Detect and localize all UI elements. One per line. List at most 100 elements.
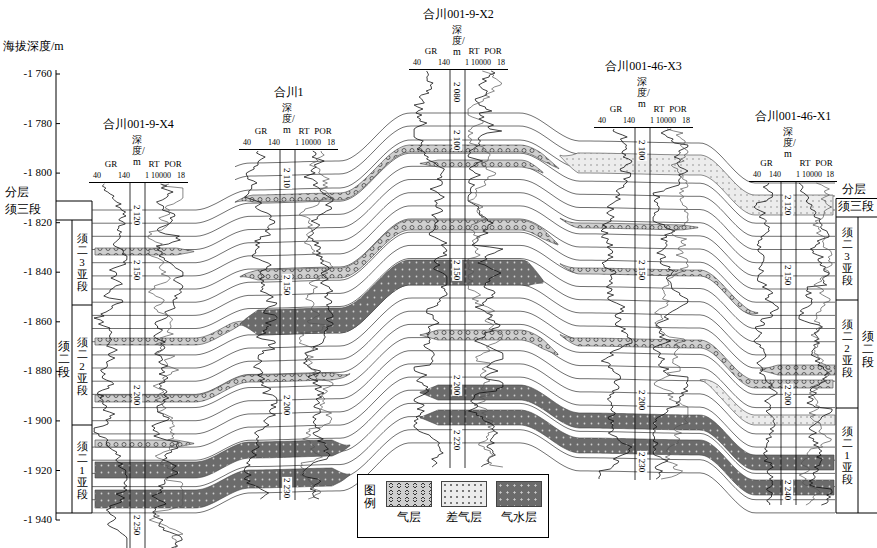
log-name: GR bbox=[760, 158, 773, 168]
rt-curve bbox=[799, 183, 832, 505]
track-line bbox=[295, 150, 296, 500]
band-texture bbox=[560, 218, 698, 230]
axis-label: -1 840 bbox=[24, 265, 52, 278]
reservoir-band bbox=[95, 321, 248, 345]
legend-swatch bbox=[386, 481, 432, 507]
horizon-line bbox=[92, 311, 835, 381]
depth-unit: 深度/m bbox=[452, 24, 462, 57]
sublayer-name: 须二1亚段 bbox=[842, 425, 853, 485]
scale-value: 40 bbox=[753, 170, 761, 179]
depth-value: 2 150 bbox=[783, 264, 793, 286]
track-line bbox=[130, 183, 131, 548]
sublayer-name: 须二2亚段 bbox=[77, 336, 88, 396]
scale-value: 140 bbox=[118, 171, 130, 180]
sublayer-name: 须二3亚段 bbox=[842, 226, 853, 286]
depth-value: 2 220 bbox=[452, 429, 462, 451]
depth-value: 2 100 bbox=[637, 139, 647, 161]
legend-label: 气层 bbox=[397, 511, 421, 525]
reservoir-band bbox=[95, 440, 194, 447]
scale-value: 10000 bbox=[301, 138, 321, 147]
por-curve bbox=[148, 184, 183, 548]
sublayer-name: 须二3亚段 bbox=[77, 232, 88, 292]
depth-value: 2 150 bbox=[132, 259, 142, 281]
depth-value: 2 230 bbox=[637, 451, 647, 473]
axis-label: -1 940 bbox=[24, 513, 52, 526]
scale-value: 18 bbox=[826, 170, 834, 179]
legend-swatch bbox=[441, 481, 487, 507]
horizon-line bbox=[92, 153, 835, 223]
scale-value: 18 bbox=[327, 138, 335, 147]
scale-value: 40 bbox=[93, 171, 101, 180]
log-name: RT bbox=[469, 46, 480, 56]
depth-value: 2 200 bbox=[783, 384, 793, 406]
scale-value: 1 bbox=[295, 138, 299, 147]
por-curve bbox=[468, 71, 503, 467]
log-name: POR bbox=[669, 104, 687, 114]
scale-value: 18 bbox=[497, 58, 505, 67]
log-name: RT bbox=[299, 126, 310, 136]
log-name: POR bbox=[314, 126, 332, 136]
depth-value: 2 150 bbox=[282, 274, 292, 296]
legend-swatch bbox=[496, 481, 542, 507]
depth-value: 2 120 bbox=[783, 194, 793, 216]
log-name: GR bbox=[610, 104, 623, 114]
scale-value: 40 bbox=[598, 116, 606, 125]
scale-value: 10000 bbox=[802, 170, 822, 179]
gr-curve bbox=[94, 184, 127, 548]
log-name: RT bbox=[149, 159, 160, 169]
well-name: 合川001-46-X3 bbox=[605, 60, 682, 74]
track-line bbox=[450, 70, 451, 468]
log-name: RT bbox=[654, 104, 665, 114]
layer-name: 须三段 bbox=[5, 203, 41, 217]
reservoir-band bbox=[760, 365, 835, 375]
axis-label: -1 760 bbox=[24, 67, 52, 80]
sublayer-name: 须二1亚段 bbox=[77, 440, 88, 500]
band-texture bbox=[95, 321, 248, 345]
axis-label: -1 780 bbox=[24, 117, 52, 130]
depth-value: 2 200 bbox=[282, 394, 292, 416]
depth-unit: 深度/m bbox=[637, 76, 647, 109]
scale-value: 10000 bbox=[656, 116, 676, 125]
band-texture bbox=[95, 248, 194, 255]
layer-name: 须二段 bbox=[58, 340, 70, 380]
scale-value: 1 bbox=[145, 171, 149, 180]
scale-value: 1 bbox=[796, 170, 800, 179]
track-line bbox=[650, 128, 651, 480]
reservoir-band bbox=[560, 264, 758, 314]
scale-value: 1 bbox=[650, 116, 654, 125]
layer-head: 分层 bbox=[842, 183, 866, 197]
legend-title: 图例 bbox=[364, 484, 376, 510]
scale-value: 140 bbox=[769, 170, 781, 179]
log-name: GR bbox=[105, 159, 118, 169]
depth-value: 2 200 bbox=[452, 374, 462, 396]
por-curve bbox=[654, 129, 688, 479]
axis-label: -1 920 bbox=[24, 464, 52, 477]
scale-value: 10000 bbox=[151, 171, 171, 180]
axis-label: -1 880 bbox=[24, 364, 52, 377]
log-name: POR bbox=[815, 158, 833, 168]
depth-value: 2 230 bbox=[282, 477, 292, 499]
log-name: POR bbox=[484, 46, 502, 56]
reservoir-band bbox=[235, 145, 559, 202]
log-name: POR bbox=[164, 159, 182, 169]
well-name: 合川1 bbox=[274, 86, 304, 100]
scale-value: 18 bbox=[682, 116, 690, 125]
depth-value: 2 080 bbox=[452, 81, 462, 103]
gr-curve bbox=[244, 151, 277, 499]
scale-value: 140 bbox=[623, 116, 635, 125]
layer-columns bbox=[56, 199, 877, 514]
gr-curve bbox=[414, 71, 447, 467]
track-line bbox=[796, 182, 797, 505]
band-texture bbox=[235, 145, 559, 202]
legend-box: 图例气层差气层气水层 bbox=[357, 474, 549, 538]
horizon-line bbox=[92, 285, 835, 355]
por-curve bbox=[299, 151, 333, 499]
depth-value: 2 240 bbox=[783, 479, 793, 501]
log-name: GR bbox=[425, 46, 438, 56]
well-name: 合川001-9-X4 bbox=[103, 118, 174, 132]
axis-label: -1 860 bbox=[24, 315, 52, 328]
track-line bbox=[781, 182, 782, 505]
gr-curve bbox=[599, 129, 632, 479]
depth-unit: 深度/m bbox=[132, 134, 142, 167]
